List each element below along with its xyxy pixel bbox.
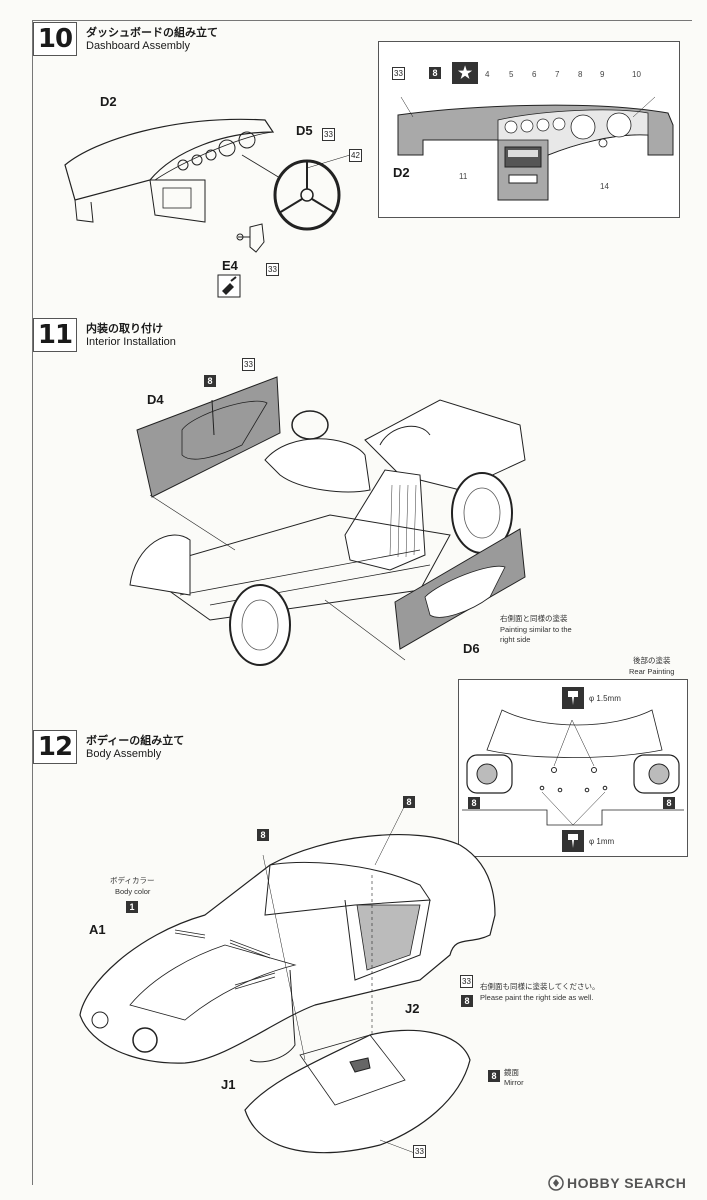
step-12-number: 12 [33,730,77,764]
part-d2-label: D2 [100,94,117,109]
rear-color-left: 8 [468,797,480,809]
left-color-8: 8 [257,829,269,841]
part-j2-label: J2 [405,1001,420,1016]
top-color-8: 8 [403,796,415,808]
color-42-badge: 42 [349,149,362,162]
callout-7: 7 [555,70,560,79]
callout-9: 9 [600,70,605,79]
color-33-badge: 33 [322,128,335,141]
d6-note-jp: 右側面と同様の塗装 [500,614,568,623]
part-a1-label: A1 [89,922,106,937]
part-d6-label: D6 [463,641,480,656]
color-33-badge-e4: 33 [266,263,279,276]
watermark-text: HOBBY SEARCH [567,1175,687,1191]
callout-6: 6 [532,70,537,79]
dashboard-drawing [64,118,275,223]
glue-icon [217,274,241,298]
side-color-8: 8 [461,995,473,1007]
step-10-number: 10 [33,22,77,56]
lever-drawing [236,223,265,253]
body-color-en: Body color [115,887,151,896]
rear-painting-en: Rear Painting [629,667,675,676]
steering-wheel-drawing [273,159,341,231]
underbody-drawing [244,1029,471,1156]
part-d5-label: D5 [296,123,313,138]
step-10-title-en: Dashboard Assembly [86,40,190,52]
door-panel-d4-drawing [136,376,281,498]
mirror-en: Mirror [504,1078,524,1087]
drill-icon [562,687,584,709]
body-color-jp: ボディカラー [110,876,155,885]
callout-5: 5 [509,70,514,79]
callout-14: 14 [600,182,609,191]
rear-painting-drawing [462,709,684,826]
inset-part-d2-label: D2 [393,165,410,180]
callout-4: 4 [485,70,490,79]
step-11-number: 11 [33,318,77,352]
step-12-title-jp: ボディーの組み立て [86,734,185,747]
side-color-33: 33 [460,975,473,988]
body-color-number: 1 [126,901,138,913]
drill-icon-2 [562,830,584,852]
step-10-title-jp: ダッシュボードの組み立て [86,26,218,39]
part-j1-label: J1 [221,1077,236,1092]
drill-1mm-label: φ 1mm [589,837,615,846]
inset-color-33: 33 [392,67,405,80]
drill-1-5mm-label: φ 1.5mm [589,694,621,703]
chassis-interior-drawing [129,399,526,666]
callout-8: 8 [578,70,583,79]
d4-color-33: 33 [242,358,255,371]
page-frame [32,20,692,1185]
d4-color-8: 8 [204,375,216,387]
rear-painting-jp: 後部の塗装 [633,656,671,665]
step-12-title-en: Body Assembly [86,748,162,760]
mirror-color-number: 8 [488,1070,500,1082]
steering-arrow [241,154,351,179]
inset-color-8: 8 [429,67,441,79]
door-panel-d6-drawing [394,528,526,650]
car-body-drawing [79,804,496,1095]
watermark-logo-icon [548,1175,564,1191]
bottom-color-33: 33 [413,1145,426,1158]
side-note-jp: 右側面も同様に塗装してください。 [480,982,600,991]
dashboard-detail-drawing [397,96,674,201]
star-icon: ★ [452,62,478,84]
callout-10: 10 [632,70,641,79]
rear-color-right: 8 [663,797,675,809]
step-11-title-jp: 内装の取り付け [86,322,163,335]
part-d4-label: D4 [147,392,164,407]
callout-11: 11 [459,172,468,181]
step-11-title-en: Interior Installation [86,336,176,348]
side-note-en: Please paint the right side as well. [480,993,594,1002]
mirror-jp: 鏡面 [504,1068,519,1077]
d6-note-en-1: Painting similar to the [500,625,572,634]
d6-note-en-2: right side [500,635,531,644]
part-e4-label: E4 [222,258,238,273]
